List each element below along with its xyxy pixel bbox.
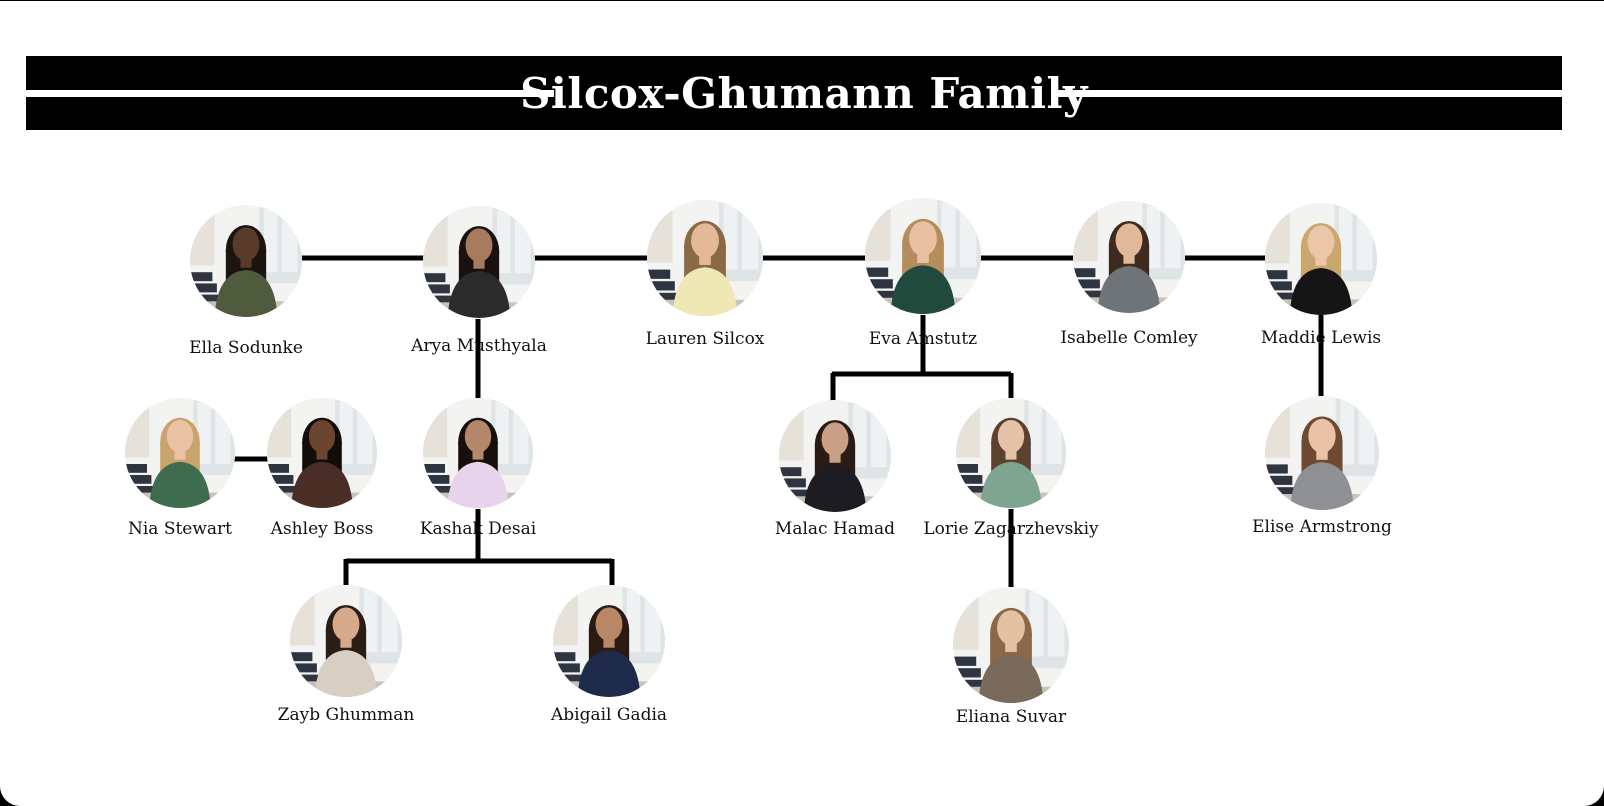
title-box: Silcox-Ghumann Family — [520, 56, 1087, 130]
banner-stripe-right — [1054, 90, 1562, 97]
portrait-photo — [423, 398, 533, 508]
portrait-photo — [1265, 203, 1377, 315]
portrait-photo — [190, 205, 302, 317]
person-name: Ella Sodunke — [189, 338, 303, 358]
portrait-photo — [779, 400, 891, 512]
portrait-photo — [423, 206, 535, 318]
portrait-photo — [290, 585, 402, 697]
person-name: Lauren Silcox — [645, 329, 765, 349]
person-name: Isabelle Comley — [1060, 328, 1198, 348]
page-title: Silcox-Ghumann Family — [520, 68, 1088, 118]
person-name: Malac Hamad — [774, 519, 896, 539]
person-name: Kashak Desai — [419, 519, 537, 539]
person-name: Eliana Suvar — [955, 707, 1067, 727]
portrait-photo — [956, 398, 1066, 508]
person-name: Arya Musthyala — [411, 336, 547, 356]
portrait-photo — [647, 200, 763, 316]
portrait-photo — [553, 585, 665, 697]
portrait-photo — [267, 398, 377, 508]
person-name: Abigail Gadia — [550, 705, 668, 725]
portrait-photo — [953, 587, 1069, 703]
banner-stripe-left — [26, 90, 554, 97]
portrait-photo — [125, 398, 235, 508]
person-name: Nia Stewart — [127, 519, 233, 539]
portrait-photo — [865, 198, 981, 314]
portrait-photo — [1073, 201, 1185, 313]
person-name: Eva Amstutz — [868, 329, 978, 349]
person-name: Maddie Lewis — [1260, 328, 1382, 348]
person-name: Zayb Ghumman — [277, 705, 415, 725]
title-banner: Silcox-Ghumann Family — [26, 56, 1562, 130]
portrait-photo — [1265, 396, 1379, 510]
person-name: Lorie Zagarzhevskiy — [923, 519, 1099, 539]
person-name: Elise Armstrong — [1252, 517, 1392, 537]
person-name: Ashley Boss — [270, 519, 374, 539]
